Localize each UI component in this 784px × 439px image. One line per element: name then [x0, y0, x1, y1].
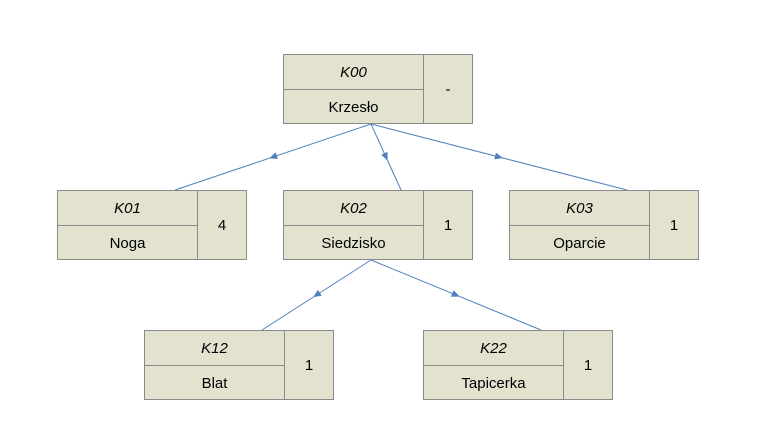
node-quantity: 4: [217, 216, 227, 234]
node-name: Blat: [145, 366, 285, 400]
arrowhead-k02-k12: [313, 289, 322, 298]
arrowhead-k00-k01: [269, 152, 278, 160]
node-k03: K03 Oparcie 1: [509, 190, 699, 260]
node-code: K12: [145, 331, 285, 366]
arrowhead-k02-k22: [450, 290, 460, 297]
node-k12: K12 Blat 1: [144, 330, 334, 400]
node-code: K01: [58, 191, 198, 226]
node-quantity: -: [445, 80, 451, 98]
node-code: K00: [284, 55, 424, 90]
node-name: Krzesło: [284, 90, 424, 124]
node-code: K03: [510, 191, 650, 226]
node-k02: K02 Siedzisko 1: [283, 190, 473, 260]
node-quantity: 1: [304, 356, 314, 374]
arrowhead-k00-k03: [494, 152, 503, 160]
node-k01: K01 Noga 4: [57, 190, 247, 260]
node-code: K02: [284, 191, 424, 226]
node-name: Noga: [58, 226, 198, 260]
node-quantity: 1: [443, 216, 453, 234]
node-k22: K22 Tapicerka 1: [423, 330, 613, 400]
node-code: K22: [424, 331, 564, 366]
node-name: Siedzisko: [284, 226, 424, 260]
node-name: Oparcie: [510, 226, 650, 260]
node-quantity: 1: [583, 356, 593, 374]
arrowhead-k00-k02: [381, 151, 388, 161]
node-quantity: 1: [669, 216, 679, 234]
node-name: Tapicerka: [424, 366, 564, 400]
node-k00: K00 Krzesło -: [283, 54, 473, 124]
